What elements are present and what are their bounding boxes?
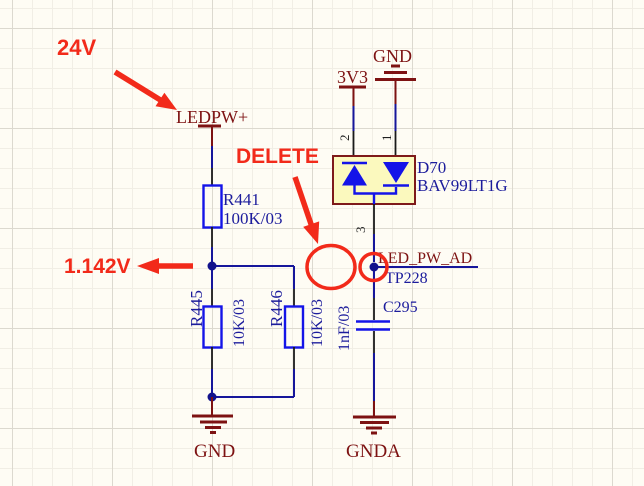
arrowhead-icon: [303, 221, 320, 244]
bottom-left-wires[interactable]: [207, 369, 295, 402]
d70-designator[interactable]: D70: [417, 158, 446, 177]
gnda-label[interactable]: GNDA: [346, 441, 401, 462]
d70-pin2-number: 2: [337, 135, 352, 142]
r445-body[interactable]: [202, 305, 223, 349]
d70-internal-wire: [353, 185, 398, 195]
r441-resistor[interactable]: R441 100K/03: [202, 168, 283, 247]
r445-value[interactable]: 10K/03: [231, 299, 248, 347]
c295-capacitor[interactable]: C295 1nF/03: [336, 298, 418, 353]
d70-part-number[interactable]: BAV99LT1G: [417, 176, 508, 195]
annotation-arrow: [292, 176, 315, 228]
annotation-delete[interactable]: DELETE: [236, 145, 389, 291]
annotation-circle-junction: [358, 251, 389, 283]
r441-value[interactable]: 100K/03: [223, 209, 283, 228]
diode-triangle-icon: [383, 162, 409, 183]
power-port-gnd-top[interactable]: GND: [373, 46, 416, 104]
arrowhead-icon: [137, 258, 159, 274]
r446-body[interactable]: [283, 305, 305, 349]
r446-designator[interactable]: R446: [267, 290, 286, 327]
power-port-3v3-label[interactable]: 3V3: [337, 67, 368, 87]
annotation-24v[interactable]: 24V: [57, 35, 177, 110]
net-led-pw-ad[interactable]: LED_PW_AD TP228: [369, 234, 479, 298]
c295-value[interactable]: 1nF/03: [336, 306, 353, 351]
gnda-symbol[interactable]: GNDA: [346, 353, 401, 462]
annotation-1142v-label[interactable]: 1.142V: [64, 255, 131, 278]
wires-to-d70[interactable]: [352, 104, 397, 131]
diode-triangle-icon: [342, 165, 367, 186]
annotation-24v-label[interactable]: 24V: [57, 35, 96, 60]
power-port-ledpw-label[interactable]: LEDPW+: [176, 107, 248, 127]
r446-resistor[interactable]: R446 10K/03: [267, 289, 326, 369]
r441-designator[interactable]: R441: [223, 190, 260, 209]
power-port-3v3[interactable]: 3V3: [337, 67, 368, 106]
arrowhead-icon: [155, 92, 177, 110]
annotation-delete-label[interactable]: DELETE: [236, 145, 319, 168]
r441-body[interactable]: [202, 184, 223, 229]
net-label-led-pw-ad[interactable]: LED_PW_AD: [378, 250, 472, 267]
gnd-bottom-left-label[interactable]: GND: [194, 441, 235, 462]
gnd-bottom-left-symbol[interactable]: GND: [192, 397, 235, 462]
d70-dual-diode[interactable]: 2 1 3 D70 BAV99LT1G: [332, 131, 508, 234]
annotation-ellipse-missing-wire: [305, 243, 357, 291]
d70-pin3-number: 3: [353, 227, 368, 234]
tp228-designator[interactable]: TP228: [385, 270, 428, 287]
junction-dot: [369, 262, 379, 272]
r446-value[interactable]: 10K/03: [309, 299, 326, 347]
annotation-1142v[interactable]: 1.142V: [64, 255, 193, 278]
junction-dot: [207, 261, 217, 271]
d70-pin1-number: 1: [379, 135, 394, 142]
gnd-top-label[interactable]: GND: [373, 46, 412, 66]
power-port-ledpw[interactable]: LEDPW+: [176, 107, 248, 146]
net-divider-wires[interactable]: [207, 247, 295, 289]
c295-designator[interactable]: C295: [383, 299, 418, 316]
annotation-arrow: [113, 69, 164, 104]
r445-designator[interactable]: R445: [187, 290, 206, 327]
r445-resistor[interactable]: R445 10K/03: [187, 289, 248, 369]
